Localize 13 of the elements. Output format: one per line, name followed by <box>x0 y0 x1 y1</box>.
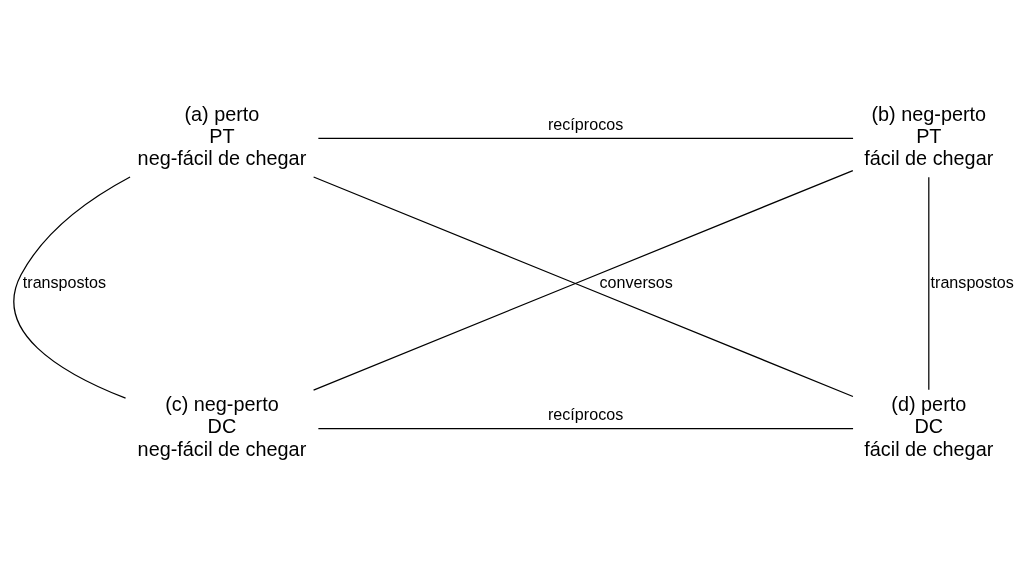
edge-label: recíprocos <box>547 405 624 424</box>
edge-label: transpostos <box>22 272 107 291</box>
edge-label: conversos <box>599 272 673 291</box>
connector <box>13 176 131 399</box>
connector <box>317 137 854 139</box>
node-text: (a) perto PT neg-fácil de chegar <box>137 102 307 170</box>
node-text: (d) perto DC fácil de chegar <box>864 392 994 460</box>
connector <box>317 428 854 430</box>
node-text: (c) neg-perto DC neg-fácil de chegar <box>137 392 307 460</box>
edge-label: recíprocos <box>547 115 624 134</box>
edge-label: transpostos <box>930 272 1014 291</box>
connector <box>928 176 930 391</box>
node-text: (b) neg-perto PT fácil de chegar <box>864 102 994 170</box>
